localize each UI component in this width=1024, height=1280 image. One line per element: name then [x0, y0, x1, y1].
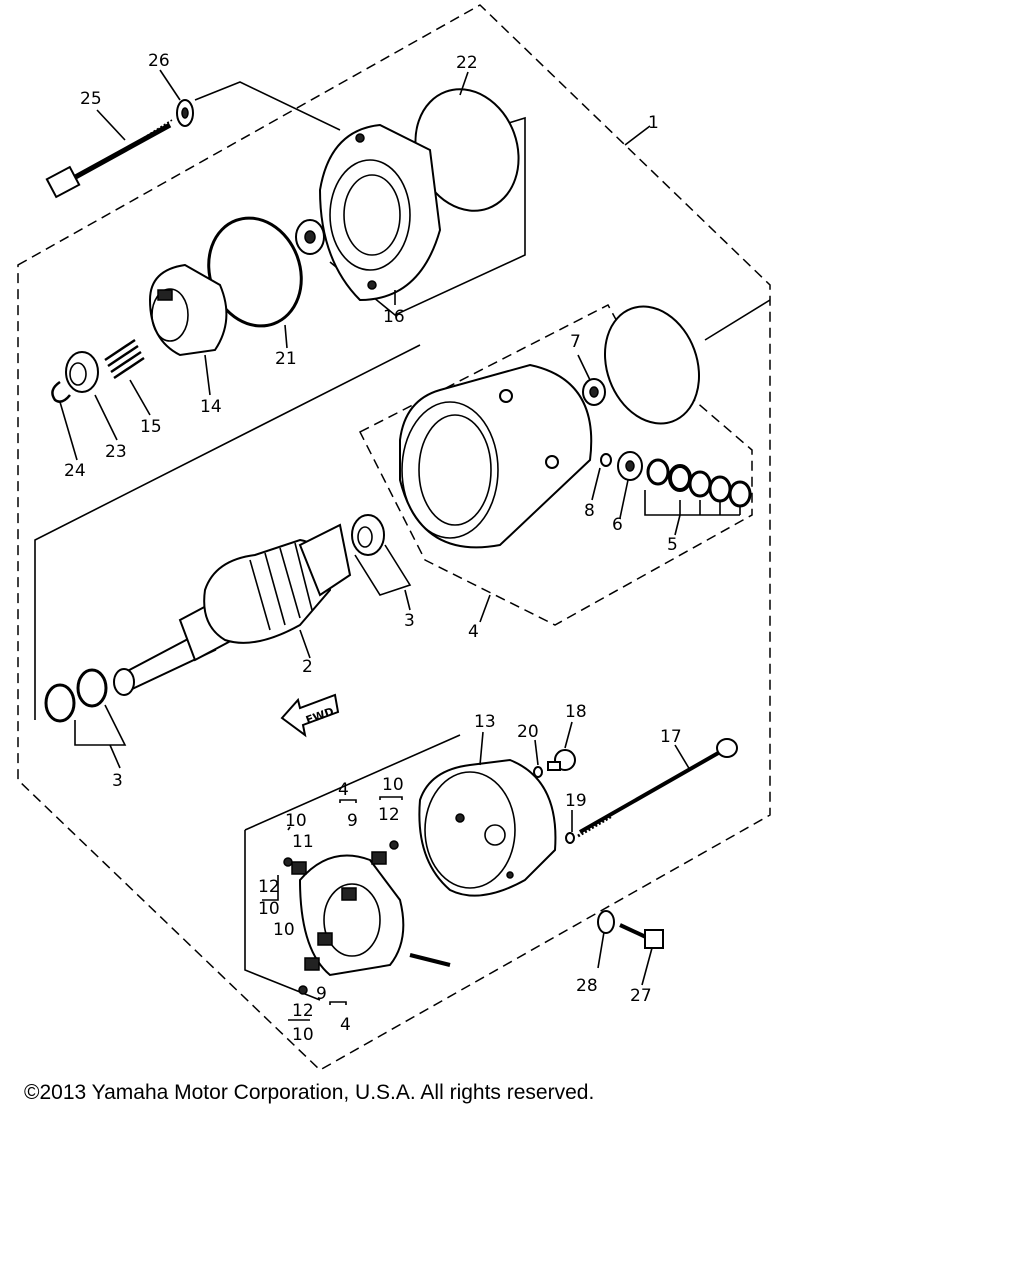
- o-ring-20: [533, 766, 543, 778]
- label-10-top-right: 10: [382, 775, 404, 795]
- label-24: 24: [64, 461, 86, 481]
- label-9-top: 9: [347, 811, 358, 831]
- label-6: 6: [612, 515, 623, 535]
- screw-18: [547, 749, 576, 771]
- yoke-4: [399, 363, 593, 549]
- label-19: 19: [565, 791, 587, 811]
- front-cover-16: [318, 123, 442, 302]
- collar-23: [65, 351, 99, 393]
- label-10-center: 10: [273, 920, 295, 940]
- through-bolt-17: [577, 738, 738, 838]
- yoke-group-dashed-box: [358, 304, 753, 626]
- label-3-top: 3: [404, 611, 415, 631]
- label-20: 20: [517, 722, 539, 742]
- o-ring-yoke-rear: [603, 305, 701, 425]
- copyright-notice: ©2013 Yamaha Motor Corporation, U.S.A. A…: [24, 1081, 595, 1104]
- label-21: 21: [275, 349, 297, 369]
- armature-2: [113, 523, 352, 696]
- fwd-arrow: FWD: [280, 693, 340, 738]
- washer-set-5: [644, 458, 752, 516]
- label-7: 7: [570, 332, 581, 352]
- label-13: 13: [474, 712, 496, 732]
- o-ring-8: [600, 453, 612, 467]
- label-3-bottom: 3: [112, 771, 123, 791]
- assembly-boundary-dashed: [17, 4, 771, 1071]
- starter-motor-exploded-diagram: FWD: [17, 4, 771, 1071]
- bolt-25: [45, 119, 173, 199]
- label-4-yoke: 4: [468, 622, 479, 642]
- spring-15: [104, 338, 145, 380]
- bolt-27: [619, 923, 664, 949]
- label-12-bottom: 12: [292, 1001, 314, 1021]
- o-ring-19: [565, 832, 575, 844]
- washer-3-rear-a: [44, 683, 76, 723]
- label-27: 27: [630, 986, 652, 1006]
- label-23: 23: [105, 442, 127, 462]
- label-17: 17: [660, 727, 682, 747]
- washer-3-front: [351, 514, 385, 556]
- circlip-24: [51, 380, 71, 403]
- brush-holder-plate: [283, 840, 451, 995]
- label-28: 28: [576, 976, 598, 996]
- label-4-top-left: 4: [338, 780, 349, 800]
- label-10-left-top: 10: [285, 811, 307, 831]
- label-5: 5: [667, 535, 678, 555]
- label-12-left: 12: [258, 877, 280, 897]
- label-12-top-right: 12: [378, 805, 400, 825]
- label-10-bottom: 10: [292, 1025, 314, 1045]
- label-25: 25: [80, 89, 102, 109]
- label-8: 8: [584, 501, 595, 521]
- washer-3-rear-b: [76, 668, 108, 708]
- label-26: 26: [148, 51, 170, 71]
- label-1: 1: [648, 113, 659, 133]
- label-14: 14: [200, 397, 222, 417]
- label-2: 2: [302, 657, 313, 677]
- label-9-bottom: 9: [316, 984, 327, 1004]
- label-4-bottom: 4: [340, 1015, 351, 1035]
- label-10-left-mid: 10: [258, 899, 280, 919]
- label-22: 22: [456, 53, 478, 73]
- washer-28: [597, 910, 615, 934]
- label-15: 15: [140, 417, 162, 437]
- clutch-14: [148, 263, 228, 357]
- rear-cover-13: [418, 758, 557, 897]
- label-11: 11: [292, 832, 314, 852]
- label-16: 16: [383, 307, 405, 327]
- armature-group-box: [34, 299, 771, 720]
- label-18: 18: [565, 702, 587, 722]
- brush-group-box: [244, 734, 461, 1001]
